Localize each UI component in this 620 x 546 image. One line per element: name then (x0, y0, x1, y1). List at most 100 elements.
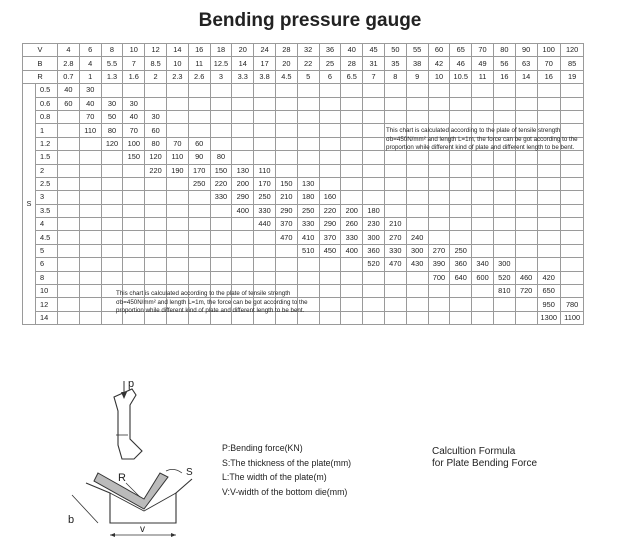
force-cell: 200 (231, 176, 255, 192)
force-cell (536, 96, 561, 111)
force-cell (492, 297, 516, 312)
force-cell (122, 83, 146, 98)
force-cell (57, 270, 80, 286)
force-cell (253, 109, 276, 125)
force-cell: 170 (253, 176, 276, 192)
force-cell (362, 297, 385, 312)
force-cell (492, 203, 516, 219)
force-cell (383, 190, 407, 205)
force-cell (78, 150, 102, 165)
force-cell: 250 (296, 203, 320, 219)
force-cell (427, 83, 451, 98)
force-cell: 240 (405, 230, 429, 245)
force-cell (340, 176, 364, 192)
force-cell (559, 284, 585, 299)
force-cell (231, 257, 255, 272)
force-cell (57, 136, 80, 152)
thickness-cell: 8 (35, 270, 58, 286)
force-cell (209, 109, 233, 125)
force-cell (405, 176, 429, 192)
force-cell: 1100 (559, 310, 585, 326)
force-cell (165, 83, 189, 98)
force-cell: 330 (253, 203, 276, 219)
force-cell (492, 176, 516, 192)
force-cell (449, 284, 473, 299)
force-cell (536, 176, 561, 192)
force-cell (274, 109, 298, 125)
force-cell (449, 297, 473, 312)
header-cell-b: 85 (559, 56, 585, 71)
force-cell (340, 136, 364, 152)
force-cell (405, 297, 429, 312)
force-cell: 130 (296, 176, 320, 192)
force-cell: 470 (383, 257, 407, 272)
force-cell (340, 190, 364, 205)
force-cell (231, 243, 255, 259)
force-cell (471, 163, 494, 178)
force-cell: 110 (253, 163, 276, 178)
force-cell: 150 (274, 176, 298, 192)
header-cell-b: 56 (492, 56, 516, 71)
force-cell (187, 83, 211, 98)
force-cell (362, 123, 385, 138)
header-cell-v: 18 (209, 42, 233, 58)
force-cell: 40 (78, 96, 102, 111)
force-cell (165, 230, 189, 245)
force-cell (253, 270, 276, 286)
force-cell (471, 243, 494, 259)
header-cell-r: 16 (492, 69, 516, 85)
force-cell (536, 109, 561, 125)
header-cell-v: 8 (100, 42, 124, 58)
force-cell (492, 190, 516, 205)
force-cell (559, 257, 585, 272)
force-cell (209, 257, 233, 272)
header-cell-v: 32 (296, 42, 320, 58)
thickness-cell: 0.5 (35, 83, 58, 98)
force-cell (122, 163, 146, 178)
force-cell (362, 83, 385, 98)
force-cell (492, 243, 516, 259)
force-cell (78, 176, 102, 192)
header-cell-b: 49 (471, 56, 494, 71)
force-cell: 210 (274, 190, 298, 205)
force-cell (57, 163, 80, 178)
force-cell (122, 270, 146, 286)
force-cell (471, 96, 494, 111)
force-cell: 340 (471, 257, 494, 272)
force-cell (536, 257, 561, 272)
force-cell (427, 109, 451, 125)
force-cell (231, 123, 255, 138)
force-cell (209, 136, 233, 152)
header-cell-b: 17 (253, 56, 276, 71)
force-cell: 70 (122, 123, 146, 138)
header-cell-b: 5.5 (100, 56, 124, 71)
force-cell (144, 217, 167, 232)
header-cell-r: 9 (405, 69, 429, 85)
force-cell: 100 (122, 136, 146, 152)
force-cell (253, 230, 276, 245)
force-cell (318, 176, 342, 192)
force-cell (231, 96, 255, 111)
force-cell (57, 109, 80, 125)
force-cell (427, 190, 451, 205)
thickness-cell: 10 (35, 284, 58, 299)
force-cell (231, 230, 255, 245)
force-cell (318, 83, 342, 98)
force-cell: 270 (427, 243, 451, 259)
force-cell: 300 (405, 243, 429, 259)
force-cell (492, 109, 516, 125)
force-cell (514, 163, 538, 178)
header-cell-v: 80 (492, 42, 516, 58)
force-cell: 210 (383, 217, 407, 232)
thickness-cell: 1.2 (35, 136, 58, 152)
header-cell-r: 2 (144, 69, 167, 85)
force-cell (449, 163, 473, 178)
force-cell: 250 (253, 190, 276, 205)
force-cell: 70 (78, 109, 102, 125)
force-cell (405, 217, 429, 232)
force-cell: 400 (231, 203, 255, 219)
